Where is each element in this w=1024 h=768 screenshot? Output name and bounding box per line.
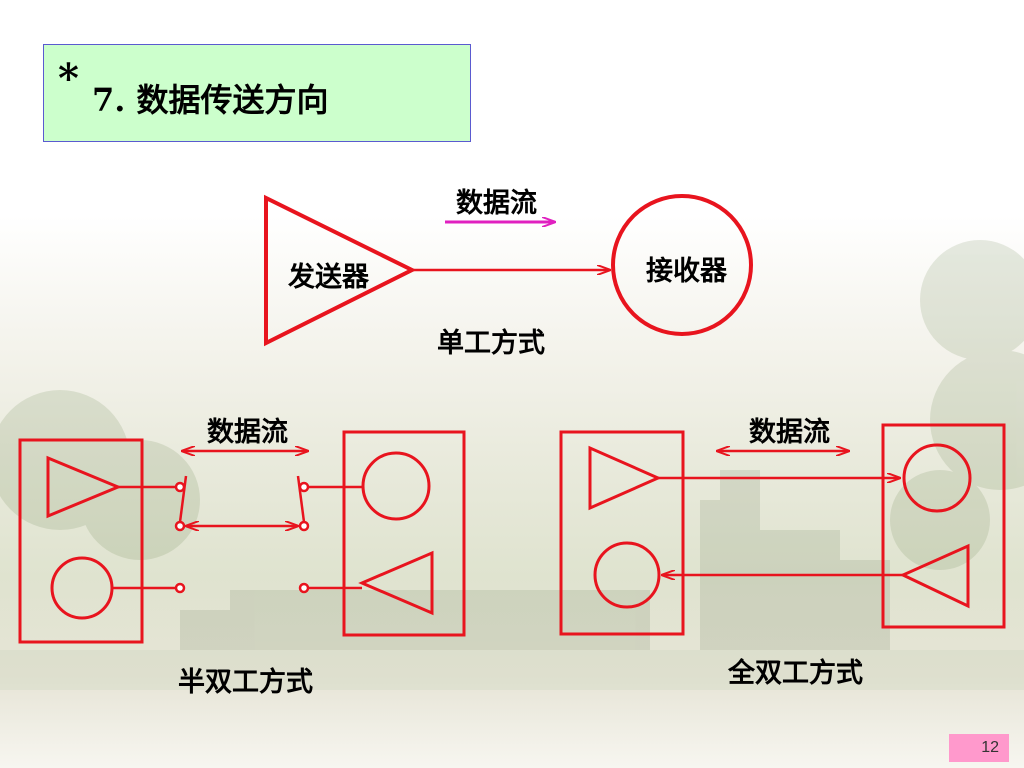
full-duplex-left-box — [559, 430, 685, 636]
half-duplex-left-circle — [50, 556, 114, 620]
switch-blade-right — [296, 475, 306, 523]
switch-contact — [174, 481, 186, 493]
half-duplex-left-box — [18, 438, 144, 644]
switch-contact — [174, 582, 186, 594]
half-duplex-right-circle — [361, 451, 431, 521]
title-box: * 7. 数据传送方向 — [43, 44, 471, 142]
half-duplex-flow-label: 数据流 — [207, 417, 288, 448]
switch-contact — [298, 481, 310, 493]
full-duplex-mode-label: 全双工方式 — [728, 658, 863, 689]
full-duplex-left-triangle — [588, 445, 662, 511]
page-title: 7. 数据传送方向 — [92, 81, 329, 119]
switch-contact — [174, 520, 186, 532]
title-star: * — [58, 55, 79, 102]
full-duplex-right-circle — [902, 443, 972, 513]
half-duplex-right-triangle — [358, 550, 434, 616]
simplex-flow-label: 数据流 — [456, 188, 537, 219]
receiver-label: 接收器 — [646, 256, 727, 287]
half-duplex-right-box — [342, 430, 466, 637]
page-number-badge: 12 — [949, 734, 1009, 762]
full-duplex-right-triangle — [899, 543, 970, 609]
switch-contact — [298, 520, 310, 532]
switch-blade-left — [178, 475, 188, 523]
full-duplex-left-circle — [593, 541, 661, 609]
sender-triangle — [264, 194, 417, 347]
switch-contact — [298, 582, 310, 594]
half-duplex-mode-label: 半双工方式 — [178, 667, 313, 698]
simplex-mode-label: 单工方式 — [437, 328, 545, 359]
full-duplex-flow-label: 数据流 — [749, 417, 830, 448]
sender-label: 发送器 — [288, 262, 369, 293]
receiver-circle — [611, 194, 753, 336]
half-duplex-left-triangle — [46, 455, 122, 519]
full-duplex-right-box — [881, 423, 1006, 629]
